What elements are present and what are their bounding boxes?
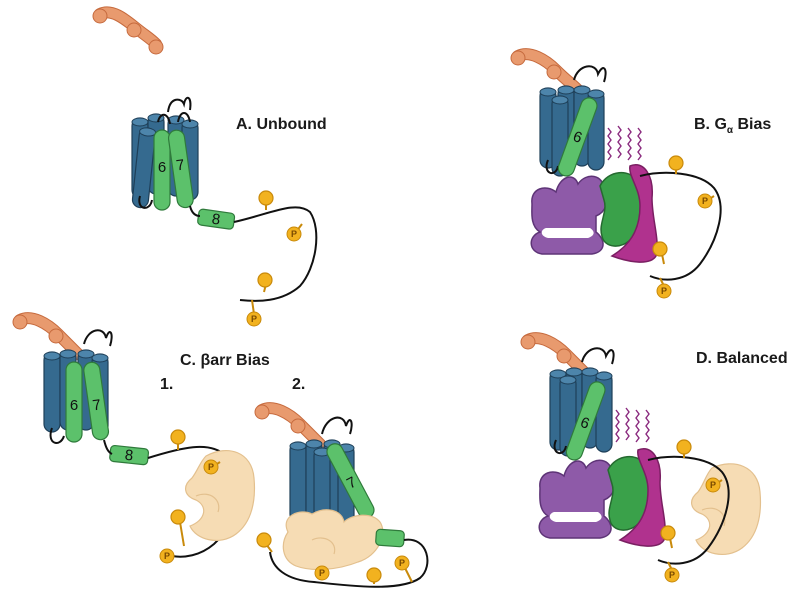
panel-c-step-2: 2. <box>292 376 306 393</box>
ligand-c1 <box>12 312 84 360</box>
svg-text:7: 7 <box>175 156 186 174</box>
phospho-sites-c1: P P <box>159 429 221 564</box>
svg-text:P: P <box>251 314 257 324</box>
ligand-free <box>92 6 164 55</box>
helix-6: 6 <box>565 381 606 461</box>
panel-d-label: D. Balanced <box>696 350 788 367</box>
svg-text:P: P <box>702 196 708 206</box>
panel-a-label: A. Unbound <box>236 116 327 133</box>
svg-text:P: P <box>164 551 170 561</box>
lipid-chains-b <box>607 125 642 161</box>
receptor-b: 6 <box>539 65 607 177</box>
ligand-b <box>510 48 584 96</box>
arrestin-c1 <box>185 449 256 542</box>
panel-b-label-main: B. G <box>694 116 727 133</box>
panel-b-label-tail: Bias <box>733 116 772 133</box>
svg-text:P: P <box>669 570 675 580</box>
panel-b: 6 P P <box>510 48 722 299</box>
helix-6: 6 <box>153 129 171 211</box>
helix-6: 6 <box>65 361 83 443</box>
g-protein-d <box>538 448 666 547</box>
phospho-sites-c2: P P <box>256 532 413 584</box>
panel-c-step-1: 1. <box>160 376 174 393</box>
svg-text:P: P <box>399 558 405 568</box>
svg-text:6: 6 <box>158 159 166 176</box>
ligand-d <box>520 332 592 380</box>
svg-text:P: P <box>661 286 667 296</box>
helix-6: 6 <box>557 97 598 177</box>
c-tail-d <box>647 455 730 565</box>
c-tail-c2 <box>269 538 429 588</box>
helix-7: 7 <box>83 361 110 441</box>
panel-c-label: C. βarr Bias <box>180 352 270 369</box>
receptor-c1: 6 7 8 <box>43 329 150 466</box>
svg-text:7: 7 <box>91 396 102 414</box>
c-tail-b <box>639 171 722 281</box>
svg-text:8: 8 <box>211 211 222 229</box>
panel-d: 6 P P <box>520 332 762 583</box>
c-tail-a <box>233 206 318 302</box>
svg-text:P: P <box>710 480 716 490</box>
panel-b-label-sub: α <box>726 125 734 137</box>
arrestin-c2 <box>282 509 384 571</box>
svg-text:P: P <box>291 229 297 239</box>
receptor-a: 6 7 8 <box>131 96 236 230</box>
svg-text:P: P <box>208 462 214 472</box>
svg-text:6: 6 <box>70 397 78 414</box>
helix-8: 8 <box>109 444 150 466</box>
receptor-d: 6 <box>549 347 615 461</box>
panel-c: 6 7 8 P P <box>12 312 429 588</box>
helix-8-c2 <box>375 528 405 548</box>
svg-text:P: P <box>319 568 325 578</box>
panel-a: 6 7 8 P P <box>92 6 318 327</box>
phospho-sites-a: P P <box>246 190 303 327</box>
helix-7: 7 <box>167 129 194 209</box>
g-protein-b <box>530 164 658 263</box>
phospho-sites-b: P P <box>652 155 715 299</box>
panel-b-label: B. Gα Bias <box>694 116 771 136</box>
phospho-sites-d: P P <box>660 439 723 583</box>
lipid-chains-d <box>615 407 650 443</box>
ligand-c2 <box>254 402 326 450</box>
helix-8: 8 <box>197 208 236 230</box>
svg-text:8: 8 <box>124 447 134 465</box>
